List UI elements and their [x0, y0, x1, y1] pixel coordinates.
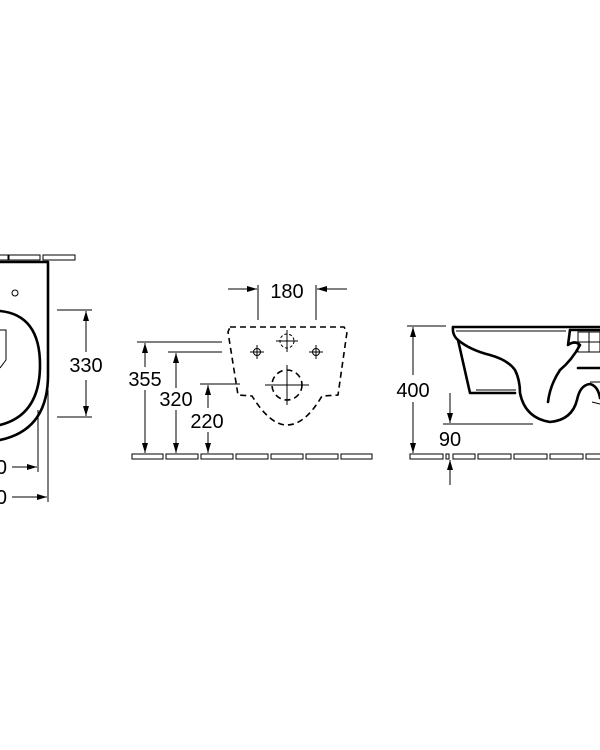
dimension-label: 220 — [190, 411, 223, 433]
wall-strip — [0, 254, 76, 261]
floor-strip — [409, 453, 600, 460]
dimension-400: 400 — [396, 325, 446, 453]
dimension-label: 320 — [159, 389, 192, 411]
dimension-label: 355 — [128, 369, 161, 391]
fixing-holes — [250, 330, 323, 405]
dimension-180: 180 — [228, 281, 347, 320]
dimension-label: 90 — [439, 429, 461, 451]
toilet-profile — [451, 325, 600, 424]
dimension-330: 330 — [57, 309, 103, 418]
top-view: 330 0 0 — [0, 254, 103, 509]
tap-hole — [11, 289, 19, 297]
toilet-body-outline — [0, 260, 50, 442]
dimension-320: 320 — [159, 351, 222, 453]
dimension-220: 220 — [190, 383, 240, 453]
fixing-frame-outline — [227, 326, 348, 426]
dimension-label: 330 — [69, 355, 102, 377]
dimension-label: 0 — [0, 487, 7, 509]
side-view: 400 90 — [396, 325, 600, 485]
dimension-label: 180 — [270, 281, 303, 303]
floor-strip — [131, 453, 373, 460]
seat-outline — [0, 309, 42, 427]
dimension-width: 0 0 — [0, 390, 49, 509]
dimension-label: 400 — [396, 380, 429, 402]
bowl-opening — [0, 329, 7, 369]
front-view: 180 355 320 220 — [128, 281, 373, 460]
dimension-90: 90 — [439, 393, 533, 485]
dimension-355: 355 — [128, 341, 222, 453]
dimension-label: 0 — [0, 457, 7, 479]
